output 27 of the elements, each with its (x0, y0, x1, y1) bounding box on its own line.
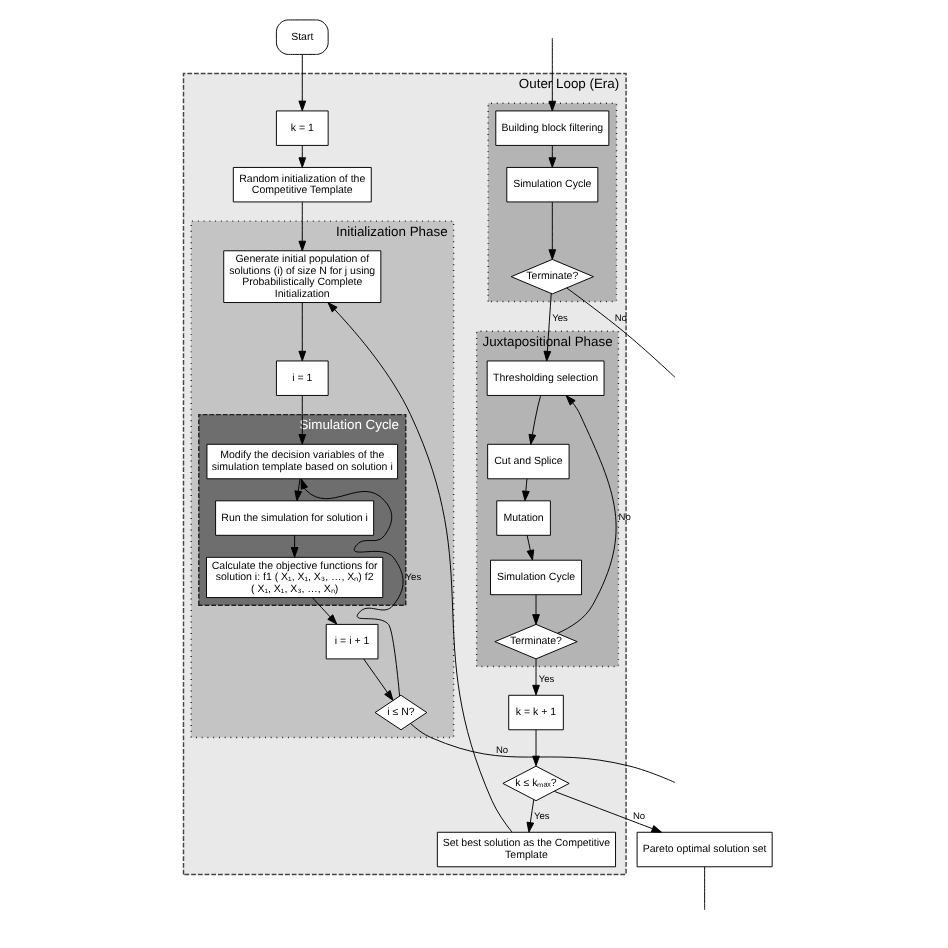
arrow (298, 395, 307, 445)
arrow (548, 37, 557, 112)
arrow (526, 799, 535, 833)
arrow (298, 54, 307, 112)
arrow (553, 790, 662, 833)
arrow (557, 395, 617, 634)
arrow (522, 478, 530, 502)
connector (410, 723, 676, 783)
arrow (532, 729, 540, 767)
arrow (298, 145, 307, 168)
connector (704, 866, 706, 911)
arrow (526, 534, 535, 561)
arrow (548, 201, 557, 260)
arrow (532, 594, 540, 625)
arrow (298, 302, 307, 362)
arrow (327, 302, 513, 833)
arrow (300, 478, 404, 697)
arrow (290, 534, 299, 558)
arrow (363, 658, 394, 701)
arrow (543, 293, 552, 362)
connector (566, 287, 676, 378)
arrow (312, 597, 338, 625)
arrow (294, 478, 303, 502)
arrow (548, 145, 557, 168)
arrow (528, 395, 542, 445)
arrow (298, 201, 307, 252)
arrow (532, 658, 540, 696)
